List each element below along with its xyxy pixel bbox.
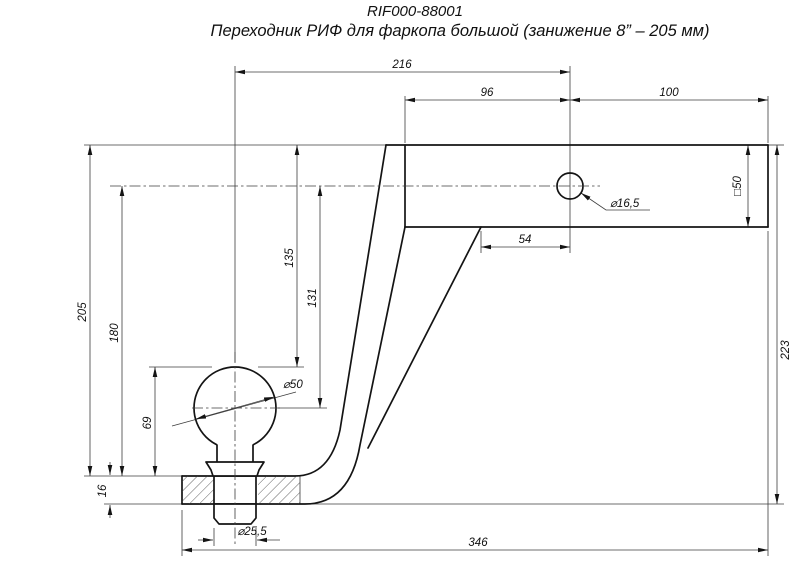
receiver-tube — [385, 144, 769, 228]
dim-tube-section: □50 — [732, 176, 744, 196]
dim-overall-length: 346 — [468, 537, 488, 549]
dim-axis-to-platform: 180 — [109, 323, 121, 343]
drawing-code: RIF000-88001 — [367, 3, 463, 20]
centerlines — [110, 185, 600, 546]
dim-ball-diameter: ⌀50 — [283, 379, 303, 391]
dim-drop-total: 205 — [77, 302, 89, 323]
stud-hole-edges — [213, 475, 257, 505]
dim-hole-from-right: 100 — [659, 87, 679, 99]
dim-ball-height: 69 — [142, 416, 154, 429]
drawing-title: Переходник РИФ для фаркопа большой (зани… — [211, 22, 710, 40]
dimension-labels: 216 96 100 54 ⌀16,5 □50 223 205 180 135 … — [77, 59, 792, 549]
dim-axis-to-ball-center: 131 — [307, 288, 319, 307]
dim-stud-diameter: ⌀25,5 — [237, 526, 267, 538]
gusset-edge — [367, 226, 482, 449]
dim-hole-offset: 54 — [519, 234, 532, 246]
dim-overall-top: 216 — [391, 59, 412, 71]
platform-section — [182, 475, 300, 505]
dimension-lines — [87, 69, 780, 553]
dim-hole-from-left: 96 — [481, 87, 494, 99]
dim-right-height: 223 — [780, 340, 792, 361]
hitch-adapter-outline — [181, 144, 769, 525]
dim-top-to-ball-top: 135 — [284, 248, 296, 268]
dim-plate-thickness: 16 — [97, 484, 109, 497]
dim-hole-diameter: ⌀16,5 — [610, 198, 640, 210]
ball-neck — [216, 444, 254, 463]
